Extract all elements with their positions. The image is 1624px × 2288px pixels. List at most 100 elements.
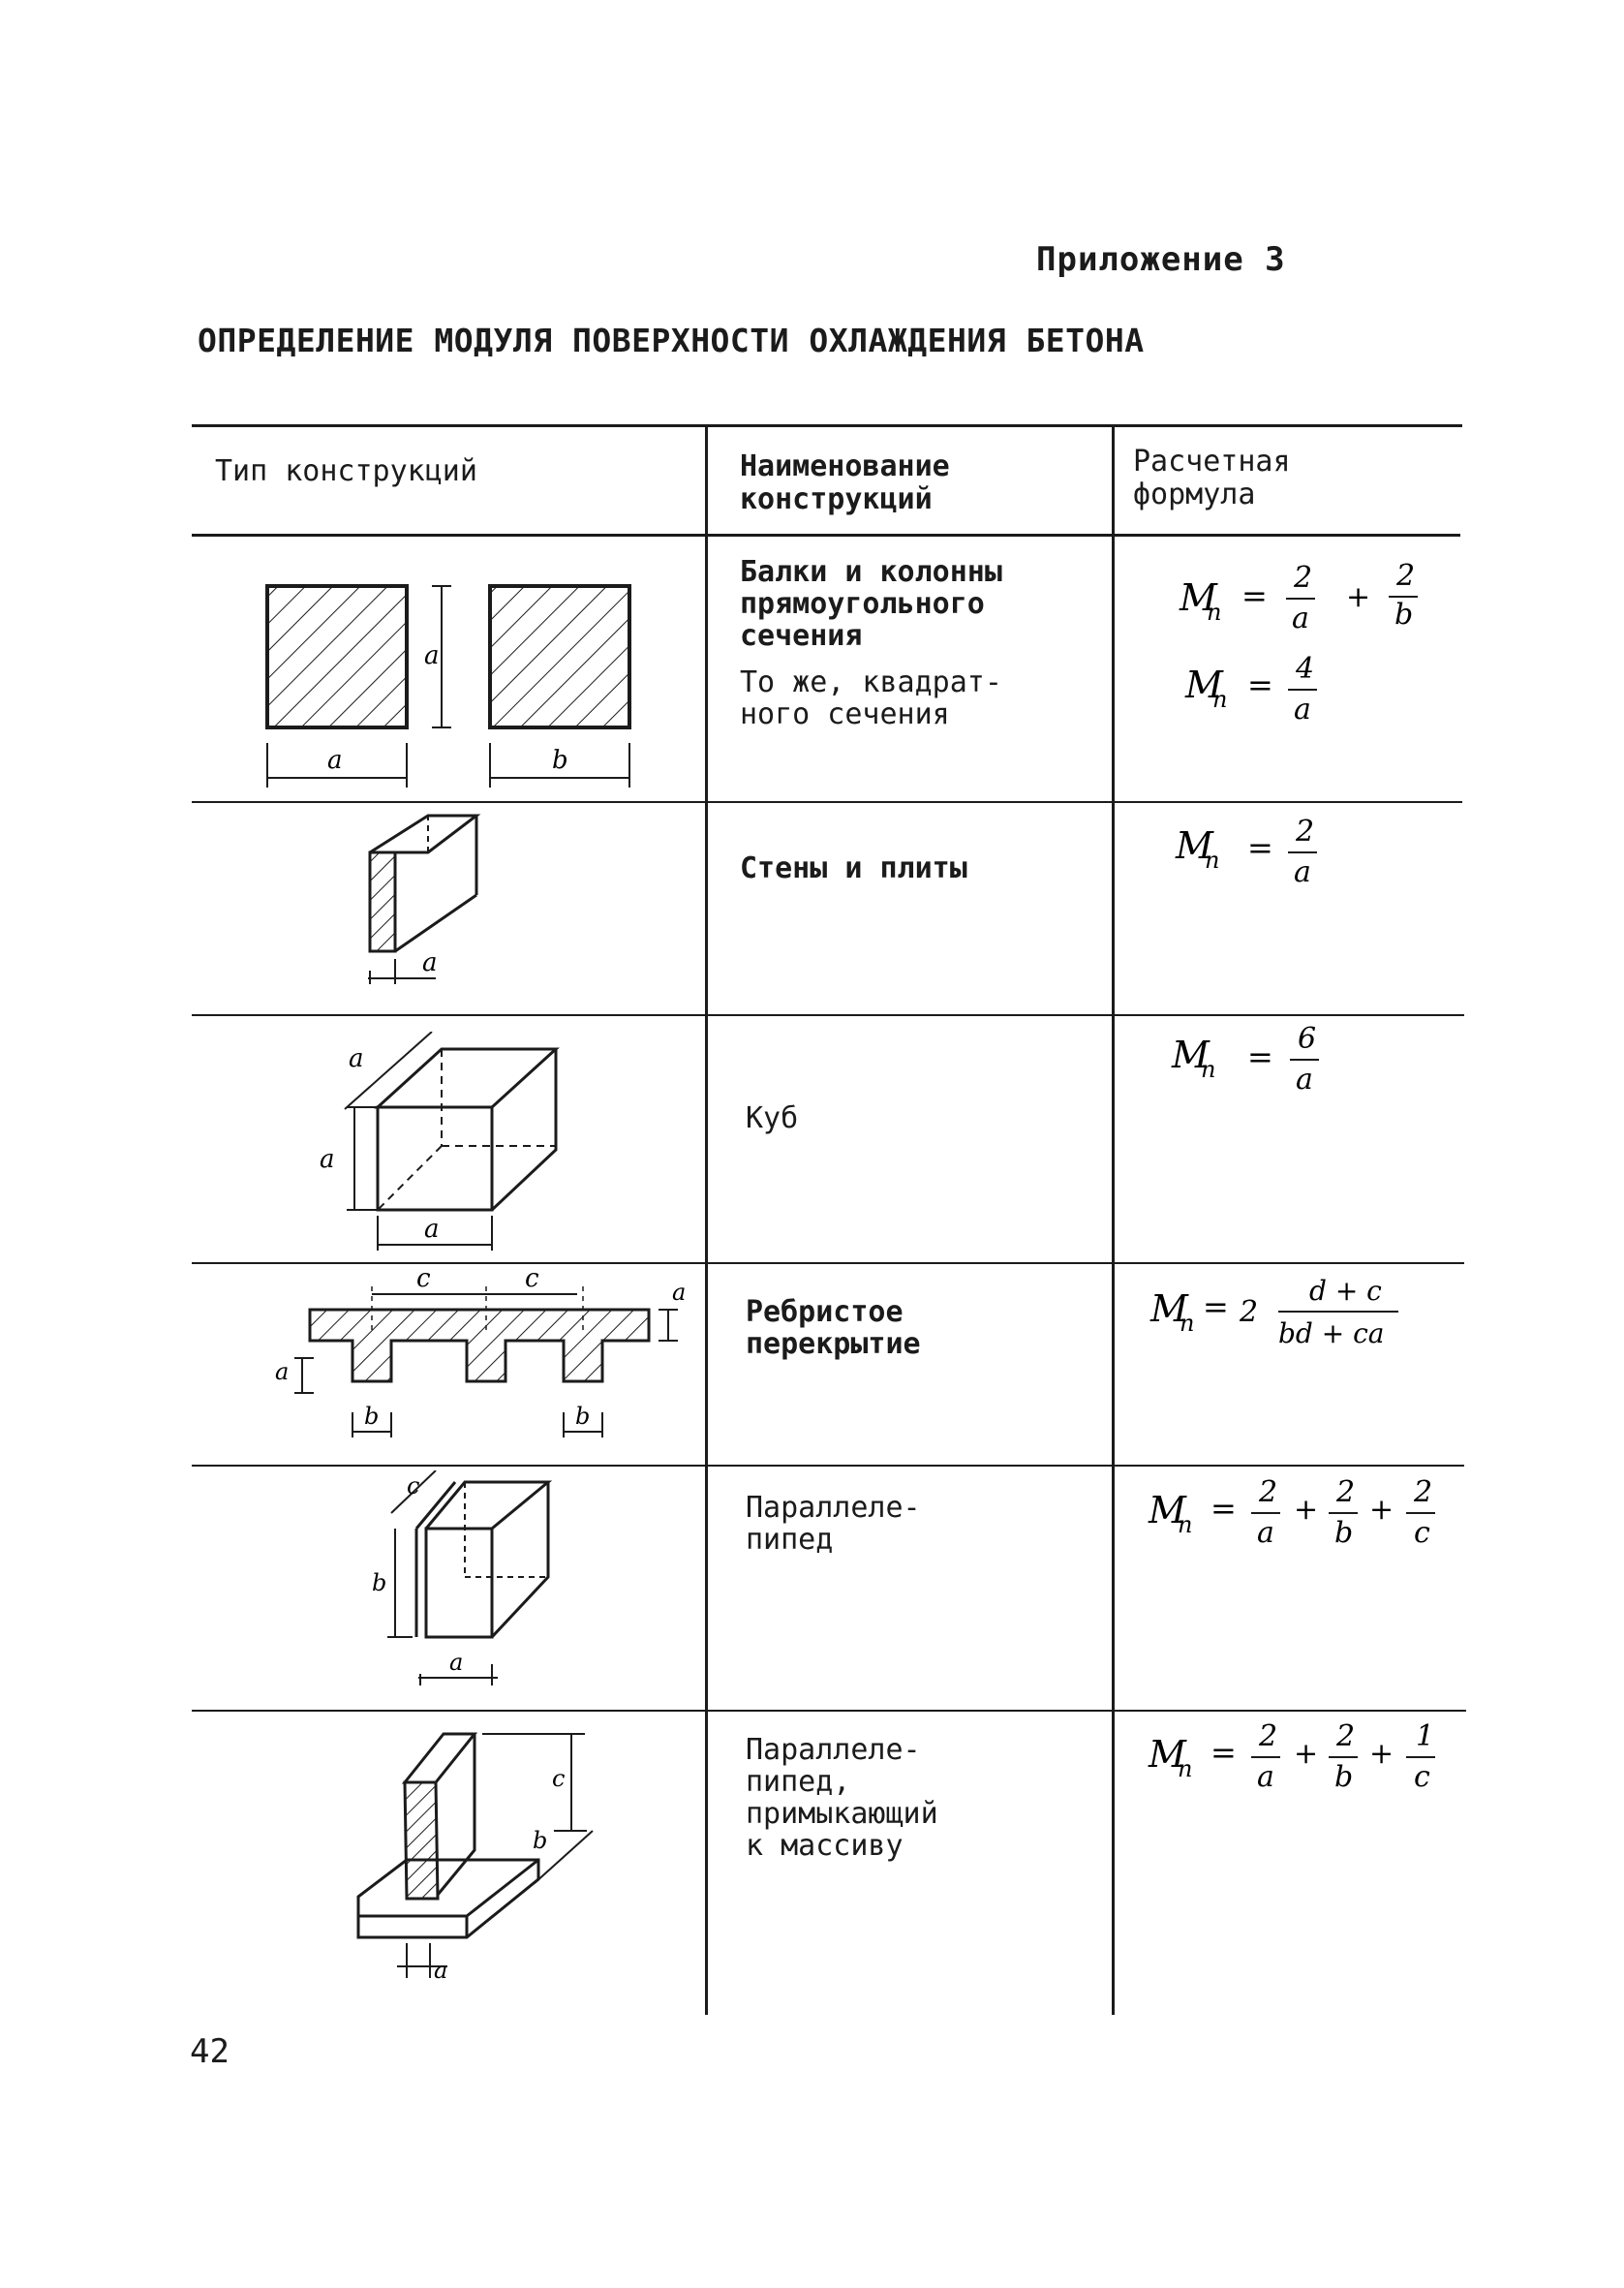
figure-parallelepiped: c b a xyxy=(372,1470,553,1685)
formula-sub: п xyxy=(1207,599,1221,626)
formula-sub: п xyxy=(1205,847,1219,874)
row-4-formula: M п = 2 d + c bd + ca xyxy=(1149,1275,1398,1349)
row-3-name: Куб xyxy=(746,1101,799,1135)
formula-sub: п xyxy=(1178,1511,1192,1538)
dimension-a: a xyxy=(434,1957,447,1984)
formula-plus: + xyxy=(1346,580,1370,614)
formula-den: a xyxy=(1292,602,1309,635)
page-title: ОПРЕДЕЛЕНИЕ МОДУЛЯ ПОВЕРХНОСТИ ОХЛАЖДЕНИ… xyxy=(198,322,1145,359)
row-5-name: Параллеле- пипед xyxy=(746,1491,921,1557)
formula-eq: = xyxy=(1247,829,1273,866)
formula-den: a xyxy=(1294,693,1311,727)
formula-num: 2 xyxy=(1258,1475,1277,1509)
formula-plus: + xyxy=(1369,1493,1394,1527)
formula-num: 2 xyxy=(1335,1475,1355,1509)
row-rule-2 xyxy=(192,1014,1464,1016)
formula-num: 2 xyxy=(1335,1719,1355,1753)
formula-m: M xyxy=(1149,1287,1189,1330)
formula-den: a xyxy=(1257,1760,1274,1794)
formula-m: M xyxy=(1184,664,1224,706)
formula-m: M xyxy=(1179,576,1218,619)
formula-sub: п xyxy=(1180,1310,1194,1337)
column-rule-2 xyxy=(1112,426,1115,2015)
dimension-a: a xyxy=(424,1215,440,1244)
dimension-a: a xyxy=(275,1358,289,1385)
header-bottom-rule xyxy=(192,534,1460,537)
formula-sub: п xyxy=(1178,1755,1192,1782)
formula-num: 2 xyxy=(1258,1719,1277,1753)
column-header-name: Наименование конструкций xyxy=(740,449,950,516)
dimension-a: a xyxy=(672,1279,686,1306)
formula-den: a xyxy=(1257,1516,1274,1550)
row-6-formula: M п = 2 a + 2 b + 1 c xyxy=(1148,1719,1435,1794)
row-2-name: Стены и плиты xyxy=(740,851,967,885)
row-rule-4 xyxy=(192,1465,1464,1467)
formula-eq: = xyxy=(1247,1038,1273,1075)
formula-sub: п xyxy=(1212,686,1227,713)
appendix-label: Приложение 3 xyxy=(1036,240,1286,279)
column-header-formula: Расчетная формула xyxy=(1133,445,1291,511)
formula-num: 6 xyxy=(1298,1022,1316,1056)
formula-den: a xyxy=(1296,1063,1313,1097)
formula-den: c xyxy=(1414,1760,1430,1794)
formula-num: 4 xyxy=(1295,652,1314,686)
formula-num: 2 xyxy=(1293,561,1312,595)
figure-wall-slab: a xyxy=(368,814,481,984)
formula-eq: = xyxy=(1210,1490,1237,1527)
row-4-name: Ребристое перекрытие xyxy=(746,1295,921,1361)
row-rule-1 xyxy=(192,801,1462,803)
page-number: 42 xyxy=(190,2032,230,2071)
dimension-b: b xyxy=(552,746,568,775)
dimension-a: a xyxy=(327,746,343,775)
dimension-a: a xyxy=(424,641,440,670)
formula-m: M xyxy=(1175,824,1214,867)
formula-plus: + xyxy=(1294,1493,1318,1527)
dimension-c: c xyxy=(552,1765,565,1792)
formula-m: M xyxy=(1148,1489,1187,1531)
column-header-type: Тип конструкций xyxy=(215,454,477,488)
figure-rect-sections: a a b xyxy=(265,584,631,788)
dimension-b: b xyxy=(372,1569,386,1596)
formula-eq: = xyxy=(1241,577,1268,614)
dimension-b: b xyxy=(575,1403,590,1430)
formula-num: 1 xyxy=(1416,1719,1434,1753)
formula-den: b xyxy=(1334,1516,1353,1550)
row-rule-5 xyxy=(192,1710,1466,1712)
row-2-formula: M п = 2 a xyxy=(1175,815,1317,889)
dimension-c: c xyxy=(416,1265,431,1293)
formula-eq: = xyxy=(1210,1734,1237,1771)
dimension-b: b xyxy=(533,1827,547,1854)
formula-eq: = xyxy=(1247,666,1273,703)
dimension-a: a xyxy=(422,948,438,977)
formula-coef: 2 xyxy=(1239,1295,1258,1329)
formula-den: a xyxy=(1294,855,1311,889)
dimension-b: b xyxy=(364,1403,379,1430)
formula-num: 2 xyxy=(1413,1475,1432,1509)
row-3-formula: M п = 6 a xyxy=(1171,1022,1319,1097)
figure-cube: a a a xyxy=(320,1032,560,1251)
dimension-a: a xyxy=(349,1044,364,1073)
formula-den: b xyxy=(1334,1760,1353,1794)
column-rule-1 xyxy=(705,426,708,2015)
formula-plus: + xyxy=(1294,1737,1318,1771)
formula-num: d + c xyxy=(1309,1275,1382,1307)
dimension-a: a xyxy=(449,1649,463,1676)
formula-den: c xyxy=(1414,1516,1430,1550)
formula-m: M xyxy=(1171,1034,1210,1076)
row-6-name: Параллеле- пипед, примыкающий к массиву xyxy=(746,1733,938,1863)
table-top-rule xyxy=(192,424,1462,427)
figure-ribbed-slab: c c a a b b xyxy=(275,1265,686,1438)
formula-m: M xyxy=(1148,1733,1187,1776)
formula-sub: п xyxy=(1201,1056,1215,1083)
row-5-formula: M п = 2 a + 2 b + 2 c xyxy=(1148,1475,1435,1550)
dimension-c: c xyxy=(525,1265,539,1293)
row-1-name-2: То же, квадрат- ного сечения xyxy=(740,665,1002,731)
row-1-name-1: Балки и колонны прямоугольного сечения xyxy=(740,555,1002,653)
formula-num: 2 xyxy=(1295,815,1314,849)
dimension-a: a xyxy=(320,1145,335,1174)
row-1-formula-2: M п = 4 a xyxy=(1184,652,1317,727)
figure-parallelepiped-on-mass: c b a xyxy=(356,1732,594,1984)
formula-plus: + xyxy=(1369,1737,1394,1771)
row-1-formula-1: M п = 2 a + 2 b xyxy=(1179,560,1418,635)
formula-eq: = xyxy=(1203,1288,1229,1325)
